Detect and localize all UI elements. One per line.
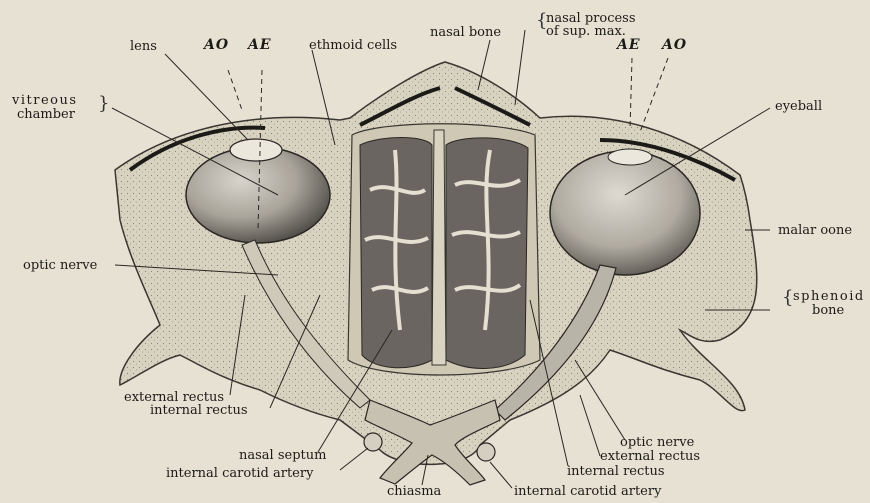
right-carotid <box>477 443 495 461</box>
label-internal-carotid-right: internal carotid artery <box>514 485 661 498</box>
brace-vitreous: } <box>98 95 109 113</box>
right-eyeball <box>550 151 700 275</box>
label-internal-carotid-left: internal carotid artery <box>166 467 313 480</box>
label-sphenoid-line1: sphenoid <box>793 290 865 303</box>
label-ae-right: AE <box>617 39 641 52</box>
label-internal-rectus-right: internal rectus <box>567 465 665 478</box>
label-ae-left: AE <box>248 39 272 52</box>
label-nasal-bone: nasal bone <box>430 26 501 39</box>
label-vitreous-line1: vitreous <box>12 94 78 107</box>
label-vitreous-line2: chamber <box>17 108 75 121</box>
label-optic-nerve-right: optic nerve <box>620 436 694 449</box>
label-nasal-process-line2: of sup. max. <box>546 25 626 38</box>
label-eyeball: eyeball <box>775 100 822 113</box>
right-lens <box>608 149 652 165</box>
label-chiasma: chiasma <box>387 485 441 498</box>
label-ao-left: AO <box>204 39 229 52</box>
left-lens <box>230 139 282 161</box>
label-ao-right: AO <box>662 39 687 52</box>
label-sphenoid-line2: bone <box>812 304 844 317</box>
nasal-septum-shape <box>432 130 446 365</box>
label-external-rectus-right: external rectus <box>600 450 700 463</box>
label-lens: lens <box>130 40 157 53</box>
label-nasal-septum: nasal septum <box>239 449 326 462</box>
label-ethmoid-cells: ethmoid cells <box>309 39 397 52</box>
label-internal-rectus-left: internal rectus <box>150 404 248 417</box>
label-malar-bone: malar oone <box>778 224 852 237</box>
brace-sphenoid: { <box>782 289 793 307</box>
left-carotid <box>364 433 382 451</box>
label-optic-nerve-left: optic nerve <box>23 259 97 272</box>
